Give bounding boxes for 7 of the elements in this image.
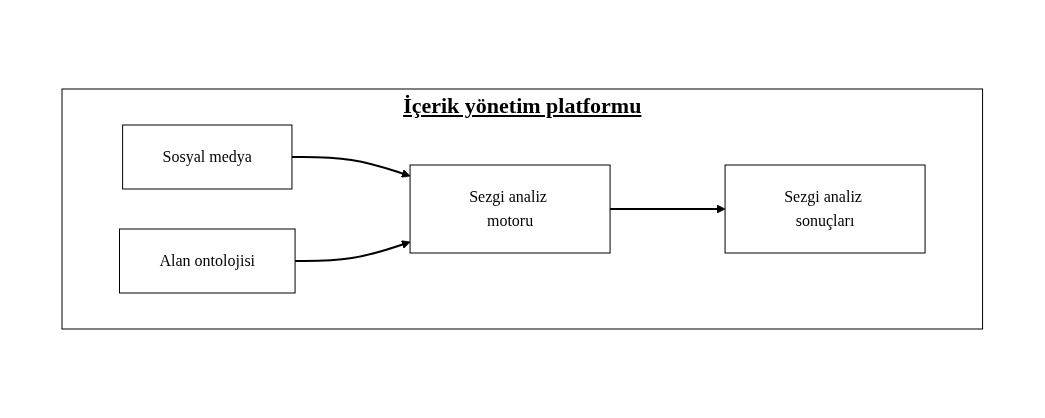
arrow bbox=[291, 156, 411, 178]
arrow bbox=[609, 204, 726, 214]
node-box: Alan ontolojisi bbox=[119, 228, 296, 294]
node-box: Sezgi analiz motoru bbox=[409, 164, 611, 254]
node-box: Sezgi analiz sonuçları bbox=[724, 164, 926, 254]
node-box: Sosyal medya bbox=[122, 124, 293, 190]
arrow bbox=[294, 240, 411, 262]
